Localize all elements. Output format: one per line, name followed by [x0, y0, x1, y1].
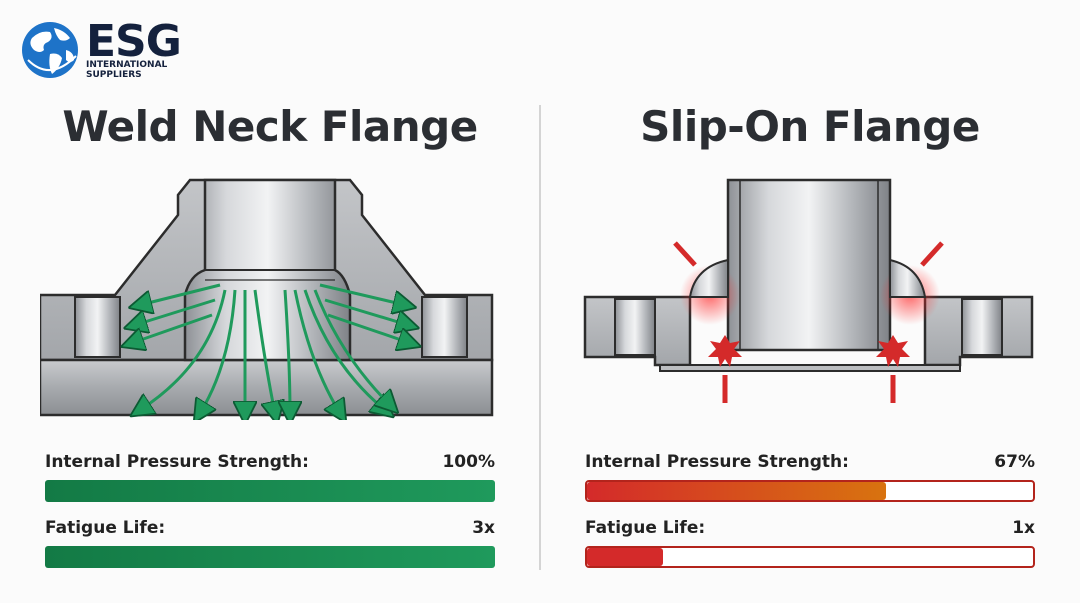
left-fatigue-bar-fill [45, 546, 495, 568]
right-fatigue-bar [585, 546, 1035, 568]
left-pressure-bar-fill [45, 480, 495, 502]
right-fatigue-label: Fatigue Life: [585, 518, 706, 538]
right-panel-title: Slip-On Flange [640, 102, 980, 151]
logo-subtitle-line1: INTERNATIONAL [86, 60, 168, 70]
right-fatigue-value: 1x [1012, 518, 1035, 538]
logo-brand: ESG [86, 16, 182, 67]
left-panel-title: Weld Neck Flange [62, 102, 478, 151]
right-pressure-label: Internal Pressure Strength: [585, 452, 849, 472]
globe-icon [22, 22, 78, 78]
left-pressure-bar [45, 480, 495, 502]
left-pressure-value: 100% [442, 452, 495, 472]
left-fatigue-value: 3x [472, 518, 495, 538]
right-pressure-value: 67% [994, 452, 1035, 472]
weld-neck-flange-diagram [40, 178, 494, 420]
left-pressure-label: Internal Pressure Strength: [45, 452, 309, 472]
esg-logo: ESG INTERNATIONAL SUPPLIERS [20, 20, 210, 84]
right-fatigue-bar-fill [587, 548, 663, 566]
slip-on-flange-diagram [583, 178, 1034, 403]
logo-subtitle-line2: SUPPLIERS [86, 70, 142, 80]
left-fatigue-bar [45, 546, 495, 568]
left-fatigue-label: Fatigue Life: [45, 518, 166, 538]
logo-subtitle: INTERNATIONAL SUPPLIERS [86, 60, 206, 80]
panel-divider [539, 105, 541, 570]
right-pressure-bar [585, 480, 1035, 502]
right-pressure-bar-fill [587, 482, 886, 500]
